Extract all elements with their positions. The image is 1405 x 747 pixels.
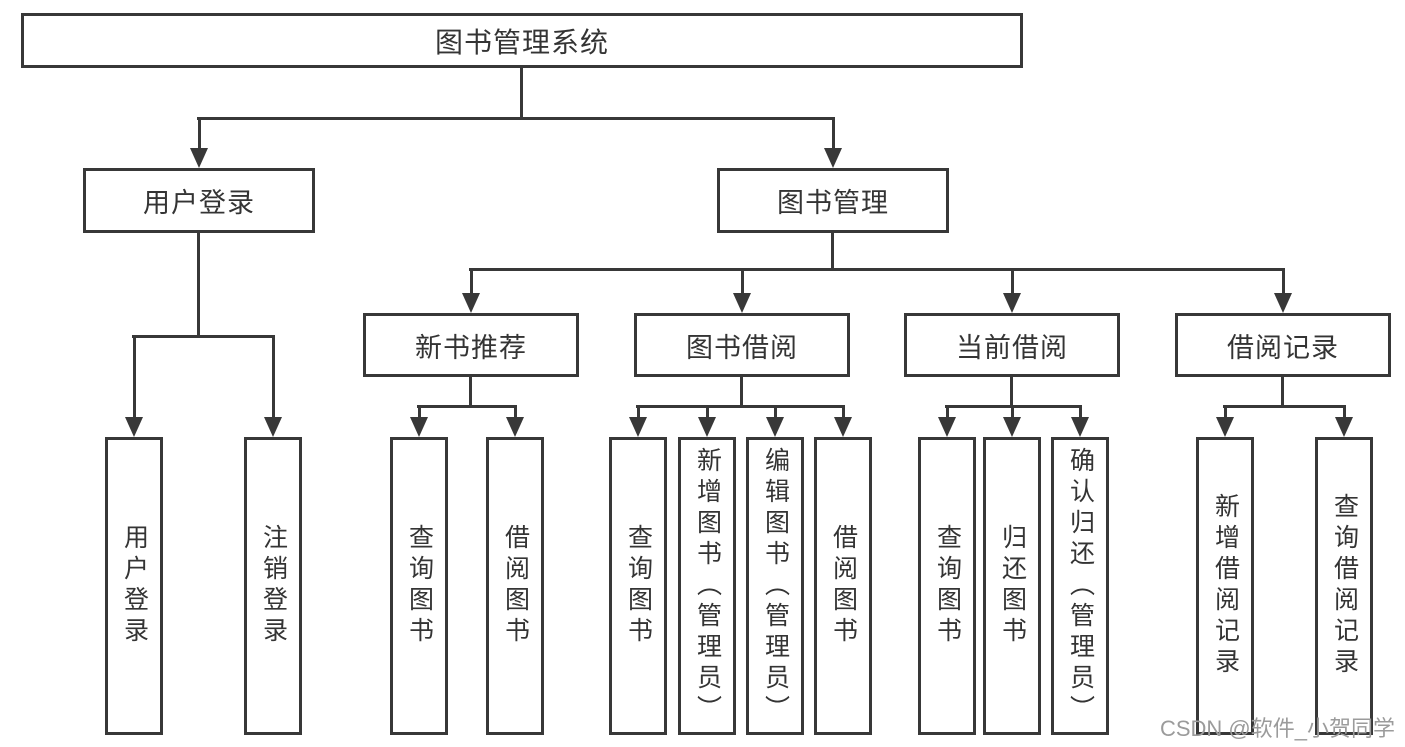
arrow-to-bb-borrow-book — [833, 405, 853, 437]
arrow-to-cb-return-book — [1002, 405, 1022, 437]
connector-cb-stem — [1010, 374, 1013, 408]
arrow-to-book-management — [823, 117, 843, 168]
leaf-logout: 注销登录 — [244, 437, 302, 735]
connector-book-mgmt-stem — [831, 230, 834, 271]
connector-cb-bar — [945, 405, 1082, 408]
csdn-watermark: CSDN @软件_小贺同学 — [1159, 716, 1395, 741]
node-user-login: 用户登录 — [83, 168, 315, 233]
node-book-management-label: 图书管理 — [777, 188, 889, 218]
leaf-bb-borrow-book: 借阅图书 — [814, 437, 872, 735]
connector-rec-bar — [417, 405, 517, 408]
leaf-user-login: 用户登录 — [105, 437, 163, 735]
arrow-to-leaf-logout — [263, 335, 283, 437]
connector-user-login-bar — [132, 335, 275, 338]
leaf-bb-add-book: 新增图书（管理员） — [678, 437, 736, 735]
leaf-rec-borrow-book: 借阅图书 — [486, 437, 544, 735]
node-user-login-label: 用户登录 — [143, 188, 255, 218]
connector-rec-stem — [469, 374, 472, 408]
leaf-cb-confirm-return: 确认归还（管理员） — [1051, 437, 1109, 735]
connector-bb-bar — [636, 405, 845, 408]
arrow-to-rec-query-book — [409, 405, 429, 437]
leaf-cb-query-book: 查询图书 — [918, 437, 976, 735]
arrow-to-borrowing-records — [1273, 268, 1293, 313]
arrow-to-bb-edit-book — [765, 405, 785, 437]
leaf-bb-add-book-label: 新增图书（管理员） — [693, 446, 722, 726]
connector-root-stem — [520, 66, 523, 120]
arrow-to-current-borrowing — [1002, 268, 1022, 313]
connector-level2-bar — [197, 117, 835, 120]
arrow-to-leaf-user-login — [124, 335, 144, 437]
node-current-borrowing-label: 当前借阅 — [956, 332, 1068, 363]
leaf-bb-edit-book: 编辑图书（管理员） — [746, 437, 804, 735]
leaf-rec-query-book: 查询图书 — [390, 437, 448, 735]
leaf-bb-query-book: 查询图书 — [609, 437, 667, 735]
leaf-bb-edit-book-label: 编辑图书（管理员） — [761, 446, 790, 726]
arrow-to-bb-add-book — [697, 405, 717, 437]
leaf-bb-borrow-book-label: 借阅图书 — [829, 524, 858, 648]
leaf-rec-borrow-book-label: 借阅图书 — [501, 524, 530, 648]
arrow-to-new-book-recommend — [461, 268, 481, 313]
connector-br-bar — [1223, 405, 1346, 408]
connector-user-login-stem — [197, 230, 200, 338]
node-book-management: 图书管理 — [717, 168, 949, 233]
leaf-br-add-record-label: 新增借阅记录 — [1211, 493, 1240, 679]
connector-bb-stem — [740, 374, 743, 408]
leaf-br-query-record: 查询借阅记录 — [1315, 437, 1373, 735]
connector-br-stem — [1281, 374, 1284, 408]
leaf-rec-query-book-label: 查询图书 — [405, 524, 434, 648]
arrow-to-br-query-record — [1334, 405, 1354, 437]
leaf-cb-return-book: 归还图书 — [983, 437, 1041, 735]
node-borrowing-records: 借阅记录 — [1175, 313, 1391, 377]
arrow-to-cb-query-book — [937, 405, 957, 437]
leaf-br-query-record-label: 查询借阅记录 — [1330, 493, 1359, 679]
node-new-book-recommend: 新书推荐 — [363, 313, 579, 377]
arrow-to-br-add-record — [1215, 405, 1235, 437]
node-borrowing-records-label: 借阅记录 — [1227, 332, 1339, 363]
node-book-borrowing: 图书借阅 — [634, 313, 850, 377]
arrow-to-bb-query-book — [628, 405, 648, 437]
leaf-logout-label: 注销登录 — [259, 524, 288, 648]
leaf-br-add-record: 新增借阅记录 — [1196, 437, 1254, 735]
leaf-cb-return-book-label: 归还图书 — [998, 524, 1027, 648]
arrow-to-user-login — [189, 117, 209, 168]
arrow-to-cb-confirm-return — [1070, 405, 1090, 437]
node-current-borrowing: 当前借阅 — [904, 313, 1120, 377]
leaf-bb-query-book-label: 查询图书 — [624, 524, 653, 648]
node-new-book-recommend-label: 新书推荐 — [415, 332, 527, 363]
leaf-user-login-label: 用户登录 — [120, 524, 149, 648]
leaf-cb-confirm-return-label: 确认归还（管理员） — [1066, 446, 1095, 726]
node-book-borrowing-label: 图书借阅 — [686, 332, 798, 363]
leaf-cb-query-book-label: 查询图书 — [933, 524, 962, 648]
node-root-label: 图书管理系统 — [434, 26, 609, 58]
arrow-to-book-borrowing — [732, 268, 752, 313]
connector-level3-bar — [469, 268, 1285, 271]
arrow-to-rec-borrow-book — [505, 405, 525, 437]
node-root: 图书管理系统 — [21, 13, 1023, 68]
